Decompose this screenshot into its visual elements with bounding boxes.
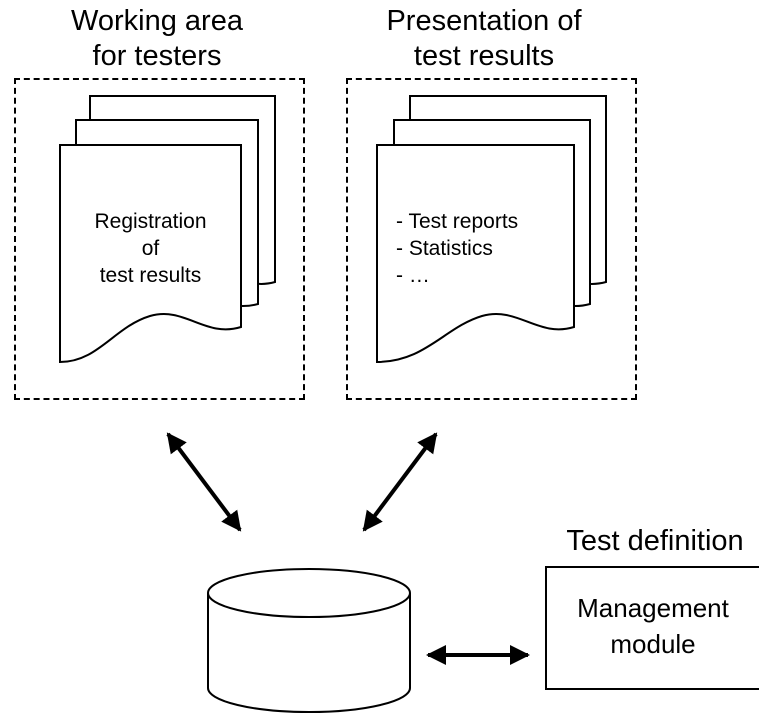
doc-page-front xyxy=(376,144,575,364)
doc-list-item: - Statistics xyxy=(396,237,493,260)
arrow-working-area-database xyxy=(166,432,242,532)
working-area-heading: Working area for testers xyxy=(14,4,300,74)
management-module-line1: Management xyxy=(577,593,729,623)
presentation-document-stack xyxy=(376,95,607,364)
presentation-document-text: - Test reports - Statistics - … xyxy=(396,208,571,289)
working-area-document-text: Registration of test results xyxy=(60,208,241,289)
doc-text-line: test results xyxy=(99,264,202,287)
arrow-presentation-database xyxy=(362,432,438,532)
presentation-heading: Presentation of test results xyxy=(334,4,634,74)
doc-page-front xyxy=(59,144,242,364)
working-area-heading-line2: for testers xyxy=(92,40,222,72)
presentation-heading-line2: test results xyxy=(413,40,555,72)
presentation-box xyxy=(346,78,637,400)
working-area-box xyxy=(14,78,305,400)
doc-list-item: - … xyxy=(396,264,430,287)
management-module-label: Management module xyxy=(547,590,759,662)
working-area-document-stack xyxy=(59,95,276,364)
management-module-line2: module xyxy=(610,629,696,659)
test-definition-heading: Test definition xyxy=(566,525,744,557)
presentation-heading-line1: Presentation of xyxy=(386,5,582,37)
doc-text-line: of xyxy=(141,237,160,260)
database-cylinder xyxy=(207,568,411,713)
doc-list-item: - Test reports xyxy=(396,210,519,233)
working-area-heading-line1: Working area xyxy=(71,5,243,37)
doc-text-line: Registration xyxy=(94,210,207,233)
management-module-box: Management module xyxy=(545,566,759,690)
